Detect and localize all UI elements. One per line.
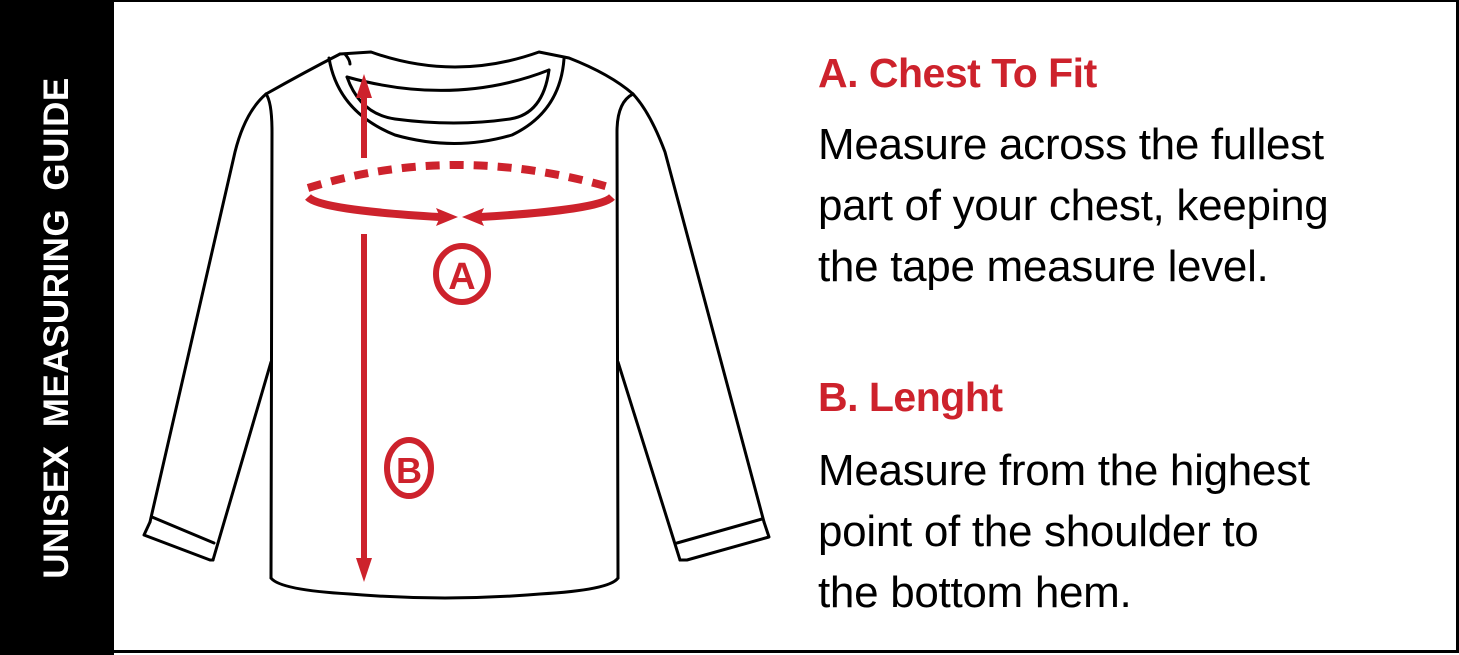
arrow-right-icon (436, 208, 458, 226)
chest-arc-right (479, 193, 615, 221)
chest-description-line: the tape measure level. (818, 242, 1269, 291)
circle-a-icon (433, 243, 491, 305)
length-description: Measure from the highest point of the sh… (818, 440, 1310, 623)
shirt-illustration: A B (142, 50, 771, 600)
marker-a-label: A (448, 256, 475, 298)
marker-b-label: B (396, 450, 422, 491)
chest-arc-left (305, 193, 441, 221)
length-description-line: Measure from the highest (818, 446, 1310, 495)
chest-dashed-line (306, 161, 614, 192)
arrow-down-icon (356, 558, 372, 582)
length-description-line: point of the shoulder to (818, 507, 1259, 556)
chest-description-line: part of your chest, keeping (818, 181, 1329, 230)
shirt-outline-icon (142, 50, 771, 600)
arrow-left-icon (462, 208, 484, 226)
measurement-lines (305, 74, 615, 582)
side-title-band: UNISEX MEASURING GUIDE (0, 2, 114, 655)
length-heading: B. Lenght (818, 374, 1003, 420)
chest-description: Measure across the fullest part of your … (818, 114, 1329, 297)
length-description-line: the bottom hem. (818, 568, 1132, 617)
chest-heading: A. Chest To Fit (818, 50, 1097, 96)
marker-b: B (384, 437, 434, 499)
circle-b-icon (384, 437, 434, 499)
arrow-up-icon (356, 74, 372, 98)
chest-description-line: Measure across the fullest (818, 120, 1324, 169)
side-title: UNISEX MEASURING GUIDE (37, 77, 76, 579)
marker-a: A (433, 243, 491, 305)
